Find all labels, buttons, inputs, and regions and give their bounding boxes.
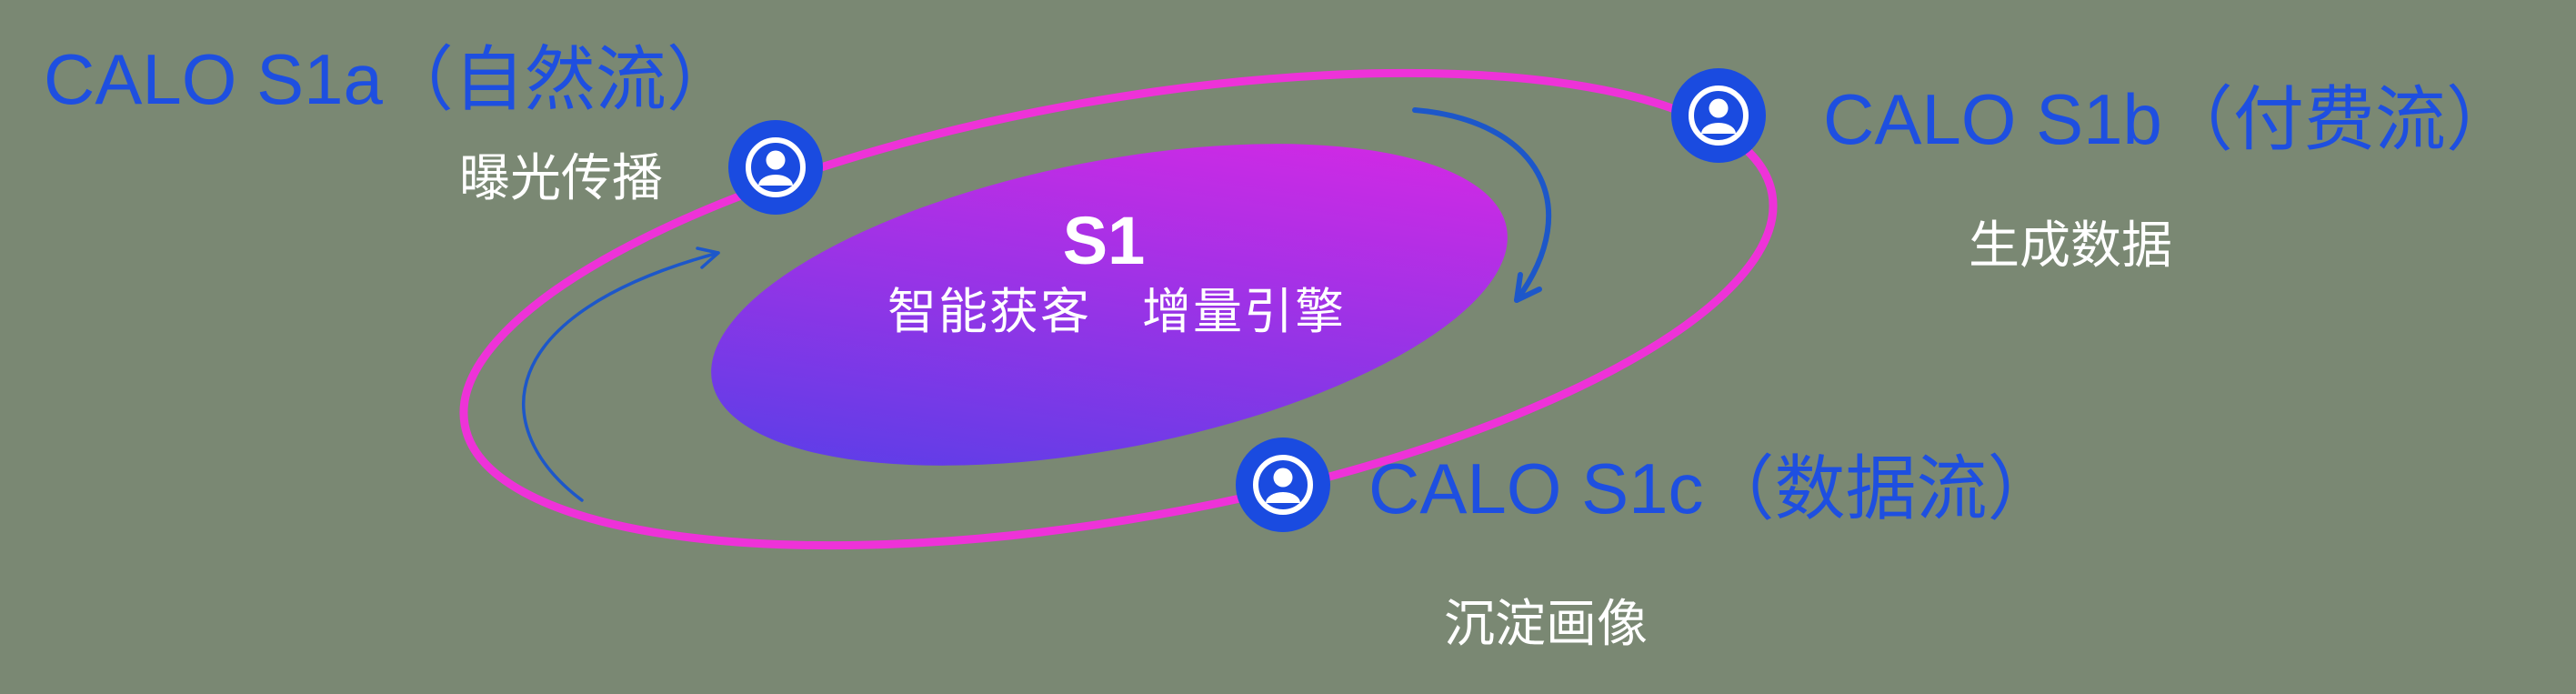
core-subtitle: 智能获客 增量引擎 bbox=[887, 285, 1346, 339]
flow-arrow-left bbox=[522, 246, 720, 502]
user-icon bbox=[1236, 438, 1330, 532]
node-badge-s1c bbox=[1236, 438, 1330, 532]
arrowhead bbox=[1514, 272, 1542, 303]
user-icon bbox=[728, 120, 823, 215]
core-ellipse bbox=[711, 144, 1508, 466]
node-label-s1a: CALO S1a（自然流） bbox=[44, 39, 737, 119]
user-icon bbox=[1671, 68, 1766, 163]
node-label-s1c: CALO S1c（数据流） bbox=[1368, 448, 2059, 528]
node-badge-s1b bbox=[1671, 68, 1766, 163]
orbit-ring bbox=[459, 68, 1778, 550]
arrowhead bbox=[696, 246, 720, 269]
node-label-s1b: CALO S1b（付费流） bbox=[1823, 79, 2517, 159]
node-sublabel-s1b: 生成数据 bbox=[1969, 216, 2172, 274]
node-sublabel-s1c: 沉淀画像 bbox=[1444, 595, 1648, 652]
node-badge-s1a bbox=[728, 120, 823, 215]
node-sublabel-s1a: 曝光传播 bbox=[459, 149, 663, 206]
core-title: S1 bbox=[1062, 203, 1146, 278]
flow-arrow-right bbox=[1412, 107, 1552, 303]
